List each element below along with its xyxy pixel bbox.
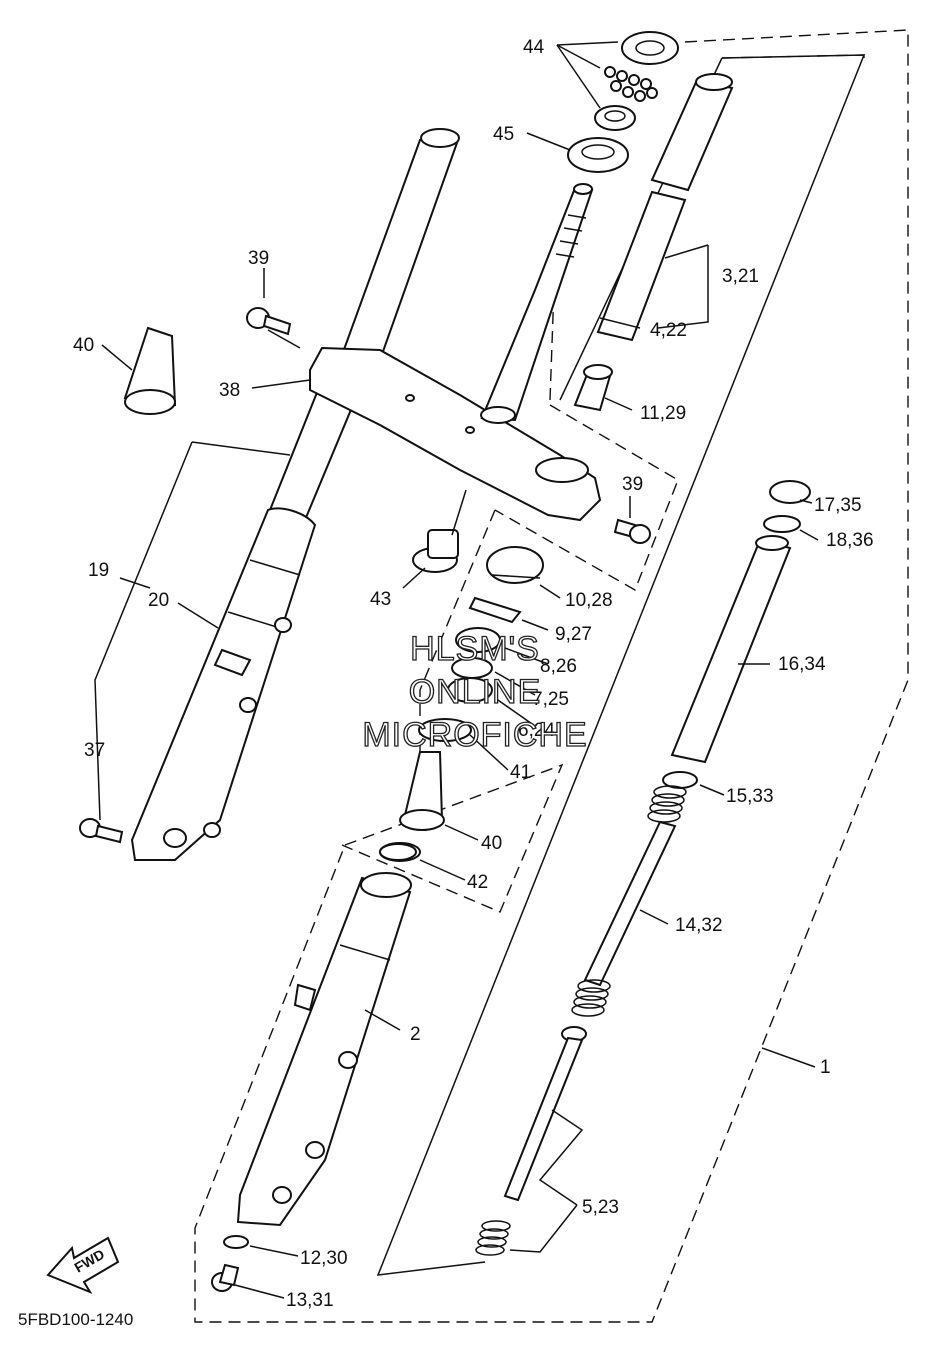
callout-39-top: 39 — [248, 248, 269, 269]
callout-1: 1 — [820, 1057, 831, 1078]
callout-4-22: 4,22 — [650, 320, 687, 341]
callout-5-23: 5,23 — [582, 1197, 619, 1218]
callout-42: 42 — [467, 872, 488, 893]
watermark-line-3: MICROFICHE — [362, 716, 587, 754]
callout-10-28: 10,28 — [565, 590, 613, 611]
callout-14-32: 14,32 — [675, 915, 723, 936]
watermark-line-1: HLSM'S — [410, 630, 540, 668]
callout-15-33: 15,33 — [726, 786, 774, 807]
callout-9-27: 9,27 — [555, 624, 592, 645]
callout-12-30: 12,30 — [300, 1248, 348, 1269]
callout-43: 43 — [370, 589, 391, 610]
callout-19: 19 — [88, 560, 109, 581]
spring-bottom — [475, 1220, 511, 1256]
leader-lines — [94, 41, 819, 1299]
drawing-code: 5FBD100-1240 — [18, 1310, 133, 1329]
callout-39-right: 39 — [622, 474, 643, 495]
callout-45: 45 — [493, 124, 514, 145]
callout-18-36: 18,36 — [826, 530, 874, 551]
fork-covers — [123, 326, 445, 831]
triple-clamp — [309, 346, 602, 522]
bearings — [567, 31, 679, 173]
callout-6-24: 6,24 — [518, 720, 555, 741]
ball-bearings — [604, 66, 658, 102]
callout-17-35: 17,35 — [814, 495, 862, 516]
callout-38: 38 — [219, 380, 240, 401]
steering-stem — [480, 183, 594, 424]
callout-13-31: 13,31 — [286, 1290, 334, 1311]
callout-40-left: 40 — [73, 335, 94, 356]
callout-3-21: 3,21 — [722, 266, 759, 287]
callout-2: 2 — [410, 1024, 421, 1045]
spring-lower — [571, 979, 611, 1017]
inner-tubes — [573, 73, 734, 412]
callout-41: 41 — [510, 762, 531, 783]
callouts: 44 45 3,21 4,22 39 40 38 11,29 39 17,35 … — [73, 37, 874, 1311]
callout-8-26: 8,26 — [540, 656, 577, 677]
callout-11-29: 11,29 — [640, 403, 686, 424]
callout-37: 37 — [84, 740, 105, 761]
watermark: HLSM'S ONLINE MICROFICHE — [362, 629, 588, 754]
lower-fork-leg — [236, 842, 421, 1227]
callout-16-34: 16,34 — [778, 654, 826, 675]
callout-44: 44 — [523, 37, 545, 58]
callout-7-25: 7,25 — [532, 689, 569, 710]
callout-40-center: 40 — [481, 833, 502, 854]
spring-upper — [647, 785, 687, 823]
hardware — [79, 307, 651, 1292]
fwd-arrow-icon: FWD — [46, 1236, 120, 1295]
callout-20: 20 — [148, 590, 169, 611]
watermark-line-2: ONLINE — [409, 673, 542, 711]
right-fork-inner — [475, 480, 811, 1256]
